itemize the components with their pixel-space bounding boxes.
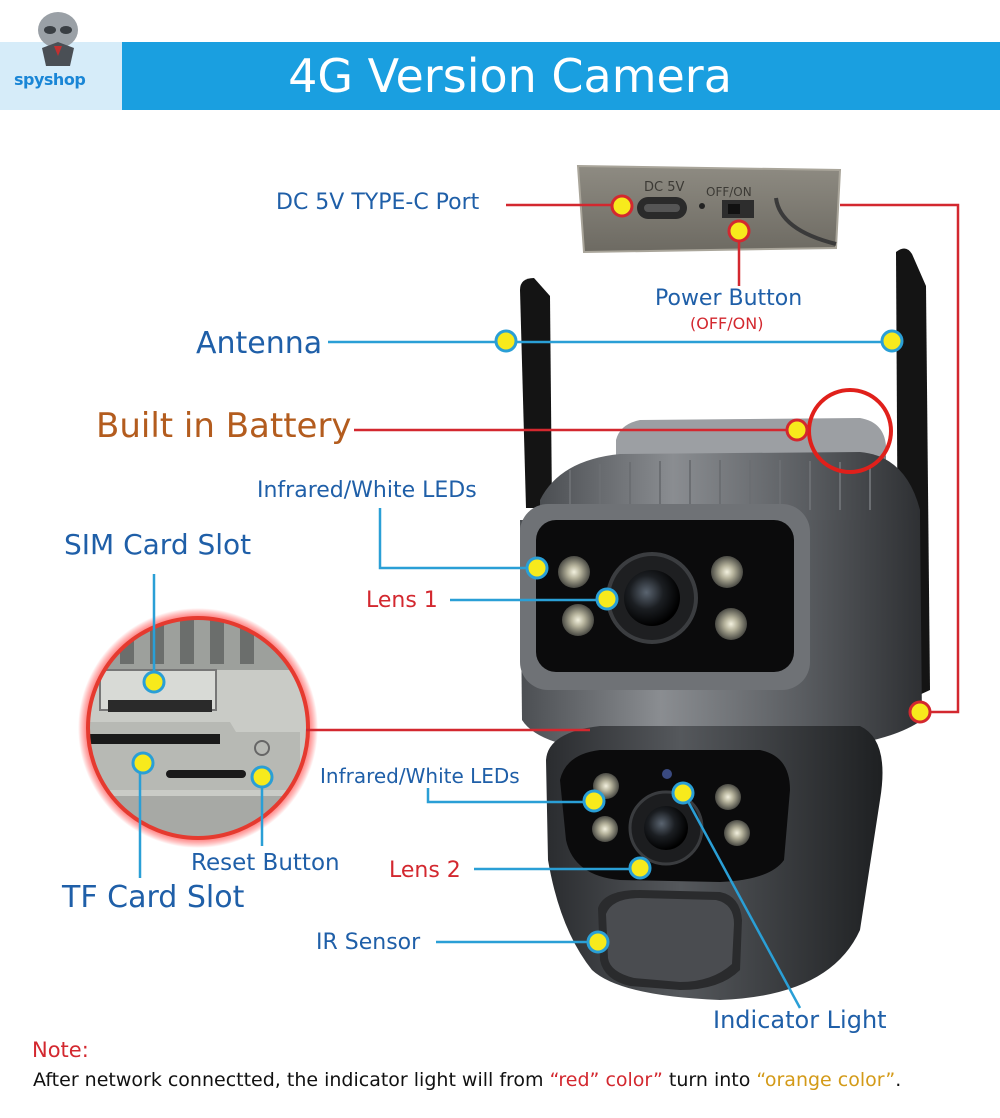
camera-body [520, 418, 922, 1000]
battery-label: Built in Battery [96, 406, 352, 446]
note-title: Note: [32, 1038, 89, 1062]
red-leader-lines [306, 203, 960, 732]
logo: spyshop [0, 12, 122, 110]
dc-port-label: DC 5V TYPE-C Port [276, 190, 480, 215]
note-text-before: After network connectted, the indicator … [33, 1069, 550, 1091]
antenna-label: Antenna [196, 326, 323, 361]
note-text-middle: turn into [662, 1069, 757, 1091]
ir-sensor-label: IR Sensor [316, 930, 421, 955]
note-red-phrase: “red” color” [549, 1069, 663, 1091]
callout-markers [131, 194, 932, 954]
blue-leader-lines [138, 340, 892, 1009]
tf-slot-label: TF Card Slot [62, 880, 245, 915]
panel-dc-text: DC 5V [644, 180, 684, 195]
note-orange-phrase: “orange color” [756, 1069, 896, 1091]
lens1-label: Lens 1 [366, 588, 438, 613]
battery-highlight-circle [807, 388, 893, 474]
sim-slot-label: SIM Card Slot [64, 528, 252, 561]
page-title: 4G Version Camera [288, 49, 732, 103]
sim-inset [78, 608, 318, 848]
indicator-light-label: Indicator Light [713, 1006, 887, 1034]
header-banner: spyshop 4G Version Camera [0, 12, 1000, 110]
note-text: After network connectted, the indicator … [33, 1069, 901, 1091]
note-text-after: . [895, 1069, 902, 1091]
power-button-label: Power Button [655, 286, 803, 311]
ir-leds-top-label: Infrared/White LEDs [257, 478, 477, 503]
panel-switch-text: OFF/ON [706, 185, 752, 199]
spy-mascot-icon [38, 12, 78, 66]
ir-leds-bottom-label: Infrared/White LEDs [320, 764, 520, 788]
power-state-label: (OFF/ON) [690, 314, 764, 333]
reset-button-label: Reset Button [191, 850, 340, 876]
logo-text: spyshop [14, 70, 86, 89]
lens2-label: Lens 2 [389, 858, 461, 883]
port-panel: DC 5V OFF/ON [576, 164, 842, 254]
